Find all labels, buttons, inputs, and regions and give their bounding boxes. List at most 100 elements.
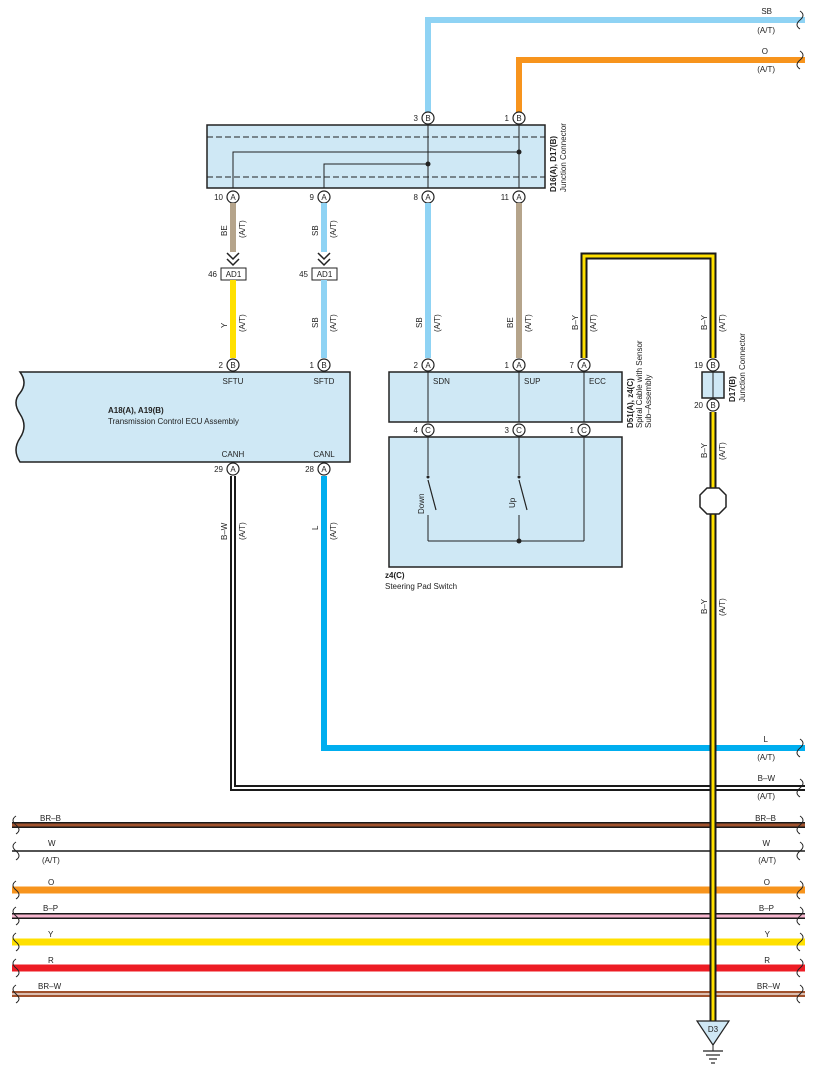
svg-text:2: 2	[414, 361, 419, 370]
svg-text:D3: D3	[708, 1025, 719, 1034]
svg-text:C: C	[581, 426, 587, 435]
switch-up-contact	[518, 479, 528, 511]
svg-text:L: L	[764, 735, 769, 744]
svg-text:BE: BE	[220, 225, 229, 236]
pin-d17-20: B 20	[694, 398, 720, 412]
svg-text:B: B	[425, 114, 430, 123]
wire-y-ecu: Y (A/T)	[220, 280, 247, 358]
svg-text:2: 2	[219, 361, 224, 370]
svg-text:SFTU: SFTU	[223, 377, 244, 386]
ground-d3-icon: D3	[695, 1020, 731, 1064]
svg-text:B–W: B–W	[220, 522, 229, 540]
svg-text:Y: Y	[765, 930, 771, 939]
svg-text:C: C	[425, 426, 431, 435]
component-name: D17(B)	[728, 376, 737, 402]
svg-text:11: 11	[501, 193, 510, 202]
connector-ad1-46: AD1 46	[208, 267, 247, 281]
pin-spiral-7: A 7	[570, 358, 591, 372]
wire-note: (A/T)	[757, 26, 775, 35]
wire-code: SB	[761, 7, 772, 16]
svg-text:29: 29	[214, 465, 223, 474]
svg-text:ECC: ECC	[589, 377, 606, 386]
right-wire-b-w: B–W (A/T)	[757, 774, 804, 801]
wire-sb-spiral: SB (A/T)	[415, 203, 442, 358]
svg-text:B–P: B–P	[43, 904, 58, 913]
svg-text:10: 10	[214, 193, 223, 202]
svg-text:BR–B: BR–B	[755, 814, 776, 823]
connector-ad1-45: AD1 45	[299, 267, 338, 281]
svg-text:B–Y: B–Y	[700, 442, 709, 458]
switch-down-label: Down	[417, 494, 426, 514]
wire-sb-upper: SB (A/T)	[311, 203, 338, 252]
svg-text:3: 3	[505, 426, 510, 435]
svg-text:1: 1	[570, 426, 575, 435]
svg-text:(A/T): (A/T)	[238, 314, 247, 332]
pin-spiral-c4: C 4	[414, 423, 435, 437]
svg-text:(A/T): (A/T)	[718, 314, 727, 332]
svg-text:SUP: SUP	[524, 377, 540, 386]
svg-text:45: 45	[299, 270, 308, 279]
svg-text:B: B	[710, 361, 715, 370]
svg-text:B: B	[516, 114, 521, 123]
junction-connector-d16-d17: D16(A), D17(B) Junction Connector	[206, 123, 568, 192]
splice-point-icon	[699, 487, 727, 515]
pin-jc-top-1: B 1	[505, 111, 526, 125]
top-wire-o: O (A/T)	[516, 47, 805, 112]
bus-wire-r: R R	[12, 956, 805, 978]
bus-wire-y: Y Y	[12, 930, 805, 952]
svg-text:W: W	[48, 839, 56, 848]
pin-spiral-2: A 2	[414, 358, 435, 372]
component-desc: Steering Pad Switch	[385, 582, 457, 591]
svg-text:B–Y: B–Y	[700, 314, 709, 330]
bus-wire-b-p: B–P B–P	[12, 904, 805, 926]
spiral-cable-box: SDN SUP ECC D51(A), z4(C) Spiral Cable w…	[388, 340, 653, 428]
top-wire-sb: SB (A/T)	[425, 7, 805, 112]
svg-text:(A/T): (A/T)	[329, 220, 338, 238]
svg-text:B–W: B–W	[758, 774, 776, 783]
svg-text:B–Y: B–Y	[700, 598, 709, 614]
svg-text:19: 19	[694, 361, 703, 370]
pin-ecu-2: B 2	[219, 358, 240, 372]
wire-l-canl: L (A/T)	[311, 476, 805, 751]
svg-text:(A/T): (A/T)	[238, 220, 247, 238]
component-name: D51(A), z4(C)	[626, 378, 635, 428]
svg-text:28: 28	[305, 465, 314, 474]
component-name: A18(A), A19(B)	[108, 406, 164, 415]
steering-pad-switch: Down Up	[388, 436, 623, 568]
pin-jc-bottom-11: A 11	[501, 190, 526, 204]
svg-text:(A/T): (A/T)	[42, 856, 60, 865]
bus-wire-o: O O	[12, 878, 805, 900]
svg-text:A: A	[516, 361, 522, 370]
pin-ecu-29: A 29	[214, 462, 240, 476]
svg-text:R: R	[764, 956, 770, 965]
svg-text:SDN: SDN	[433, 377, 450, 386]
switch-down-contact	[427, 479, 437, 511]
svg-text:20: 20	[694, 401, 703, 410]
svg-text:SFTD: SFTD	[314, 377, 335, 386]
svg-text:O: O	[48, 878, 54, 887]
svg-text:SB: SB	[311, 225, 320, 236]
pin-spiral-c1: C 1	[570, 423, 591, 437]
wire-b-y-loop: B–Y (A/T) B–Y (A/T)	[571, 252, 727, 358]
svg-text:BR–W: BR–W	[38, 982, 62, 991]
svg-text:A: A	[516, 193, 522, 202]
svg-text:C: C	[516, 426, 522, 435]
svg-text:O: O	[764, 878, 770, 887]
svg-text:SB: SB	[311, 317, 320, 328]
svg-text:R: R	[48, 956, 54, 965]
svg-text:(A/T): (A/T)	[329, 522, 338, 540]
svg-text:A: A	[321, 193, 327, 202]
wire-sb-ecu: SB (A/T)	[311, 280, 338, 358]
svg-text:3: 3	[414, 114, 419, 123]
component-name: z4(C)	[385, 571, 405, 580]
svg-text:B: B	[710, 401, 715, 410]
svg-text:(A/T): (A/T)	[758, 856, 776, 865]
pin-jc-top-3: B 3	[414, 111, 435, 125]
pin-jc-bottom-10: A 10	[214, 190, 240, 204]
chevron-connector-icon	[226, 252, 240, 267]
svg-text:A: A	[581, 361, 587, 370]
wire-b-w-canh: B–W (A/T)	[220, 476, 805, 791]
transmission-ecu: A18(A), A19(B) Transmission Control ECU …	[15, 371, 351, 463]
svg-text:(A/T): (A/T)	[524, 314, 533, 332]
